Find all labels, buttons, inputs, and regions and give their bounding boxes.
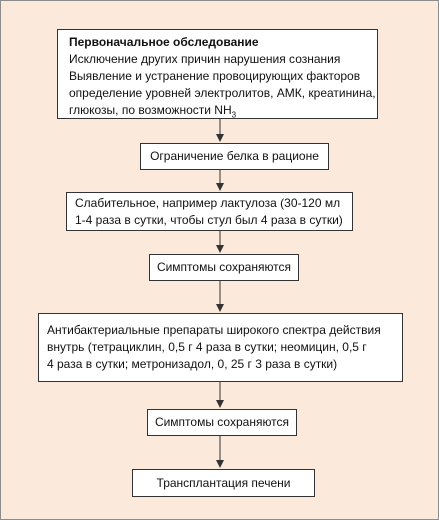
glucose-nh3-text: глюкозы, по возможности NH3: [69, 103, 237, 120]
initial-examination-box: Первоначальное обследование Исключение д…: [57, 29, 378, 119]
antibacterial-box: Антибактериальные препараты широкого спе…: [38, 313, 403, 382]
laxative-box: Слабительное, например лактулоза (30-120…: [66, 192, 353, 231]
laxative-line-2: 1-4 раза в сутки, чтобы стул был 4 раза …: [75, 213, 343, 227]
symptoms-persist-text-2: Симптомы сохраняются: [154, 415, 290, 429]
lab-tests-text: определение уровней электролитов, АМК, к…: [69, 86, 376, 100]
initial-examination-title: Первоначальное обследование: [69, 35, 259, 49]
antibacterial-line-2: внутрь (тетрациклин, 0,5 г 4 раза в сутк…: [47, 340, 367, 354]
symptoms-persist-box-2: Симптомы сохраняются: [147, 409, 297, 436]
provoking-factors-text: Выявление и устранение провоцирующих фак…: [69, 69, 361, 83]
symptoms-persist-text-1: Симптомы сохраняются: [156, 260, 292, 274]
protein-restriction-text: Ограничение белка в рационе: [150, 149, 319, 163]
antibacterial-line-1: Антибактериальные препараты широкого спе…: [47, 323, 381, 337]
liver-transplant-box: Трансплантация печени: [132, 469, 315, 497]
exclude-other-causes-text: Исключение других причин нарушения созна…: [69, 52, 341, 66]
protein-restriction-box: Ограничение белка в рационе: [140, 143, 329, 170]
liver-transplant-text: Трансплантация печени: [156, 476, 291, 490]
symptoms-persist-box-1: Симптомы сохраняются: [149, 254, 299, 281]
laxative-line-1: Слабительное, например лактулоза (30-120…: [75, 196, 341, 210]
antibacterial-line-3: 4 раза в сутки; метронизадол, 0, 25 г 3 …: [47, 357, 338, 371]
